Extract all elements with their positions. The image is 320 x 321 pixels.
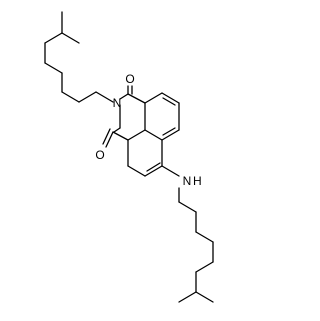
lower-ring	[127, 139, 180, 177]
upper-isooctyl-chain	[44, 11, 114, 103]
imide-nitrogen-label: N	[113, 96, 122, 110]
lower-isooctyl-chain	[178, 187, 214, 303]
imide-ring	[102, 85, 146, 148]
carbonyl-oxygen-bottom-label: O	[95, 148, 104, 162]
amine-nitrogen-label: N	[183, 174, 192, 188]
molecule-structure-diagram: O N O N H	[44, 11, 214, 303]
amine-hydrogen-label: H	[193, 174, 202, 188]
upper-right-ring	[144, 92, 180, 141]
carbonyl-oxygen-top-label: O	[125, 72, 134, 86]
